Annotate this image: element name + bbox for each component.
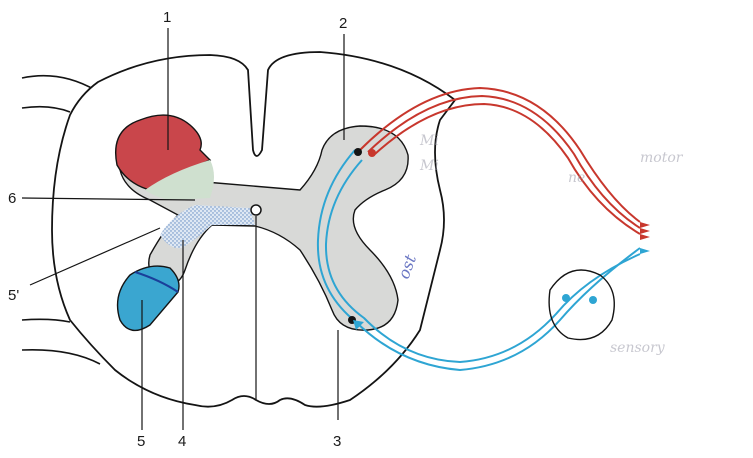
- neuron-soma-icon: [368, 149, 376, 157]
- label-3: 3: [333, 433, 341, 450]
- arrowhead-icon: [640, 228, 650, 234]
- dorsal-root-ganglion: [549, 270, 614, 340]
- arrowhead-icon: [640, 234, 650, 240]
- arrowhead-icon: [640, 222, 650, 228]
- label-5-prime: 5': [8, 287, 19, 304]
- arrowhead-icon: [640, 248, 650, 254]
- label-5: 5: [137, 433, 145, 450]
- label-6: 6: [8, 190, 16, 207]
- annotation-ne: ne: [568, 170, 585, 186]
- annotation-motor: motor: [640, 150, 684, 166]
- annotation-mi-2: Mi: [419, 158, 439, 174]
- annotation-mi: Mi: [419, 133, 439, 149]
- label-2: 2: [339, 15, 347, 32]
- neuron-soma-icon: [354, 148, 362, 156]
- spinal-cord-outline: [52, 52, 455, 407]
- annotation-sensory: sensory: [610, 340, 666, 356]
- neuron-soma-icon: [589, 296, 597, 304]
- label-1: 1: [163, 9, 171, 26]
- neuron-soma-icon: [562, 294, 570, 302]
- label-4: 4: [178, 433, 186, 450]
- central-canal: [251, 205, 261, 215]
